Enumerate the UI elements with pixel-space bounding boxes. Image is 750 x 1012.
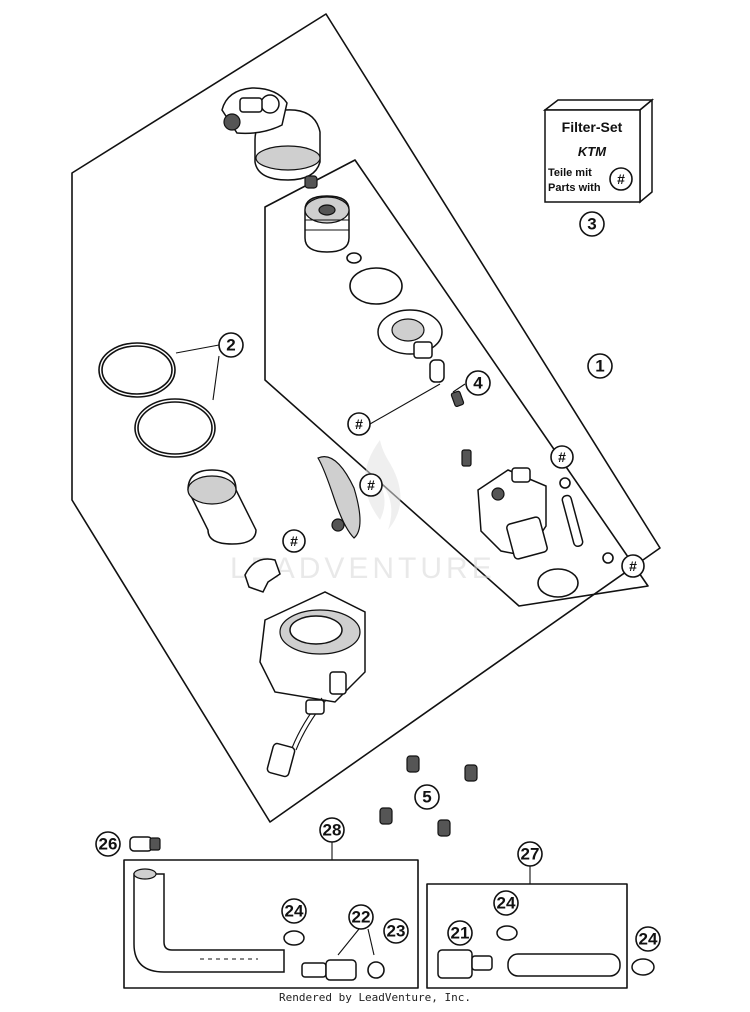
- svg-text:24: 24: [497, 894, 516, 913]
- hose-clamp-27: [496, 925, 518, 941]
- fitting-22: [301, 959, 357, 981]
- hash-callout-3: #: [282, 529, 306, 553]
- credit-text: Rendered by LeadVenture, Inc.: [279, 991, 471, 1004]
- filter-set-title: Filter-Set: [562, 119, 623, 135]
- svg-text:21: 21: [451, 924, 470, 943]
- pressure-regulator: [477, 467, 548, 560]
- svg-text:24: 24: [639, 930, 658, 949]
- callout-26: 26: [95, 831, 121, 857]
- svg-text:#: #: [355, 416, 363, 432]
- svg-text:24: 24: [285, 902, 304, 921]
- filter-sock: [187, 469, 257, 545]
- small-ring: [559, 477, 571, 489]
- svg-text:5: 5: [422, 788, 431, 807]
- big-o-ring-1: [98, 342, 176, 398]
- filter-set-line2: Parts with: [548, 182, 601, 194]
- callout-3: 3: [579, 211, 605, 237]
- fuel-filter: [304, 195, 350, 253]
- hose-kit-27-box: [426, 883, 628, 989]
- leader-lines: [175, 344, 612, 956]
- large-o-ring-filter: [349, 267, 403, 305]
- hash-callout-2: #: [359, 473, 383, 497]
- o-ring-regulator: [537, 568, 579, 598]
- svg-text:23: 23: [387, 922, 406, 941]
- clip: [331, 518, 345, 532]
- pump-flange: [259, 591, 366, 703]
- callout-24-c: 24: [635, 926, 661, 952]
- callout-23: 23: [383, 918, 409, 944]
- pump-subassembly-outline: [264, 159, 649, 607]
- svg-text:27: 27: [521, 845, 540, 864]
- big-o-ring-2: [134, 398, 216, 458]
- svg-text:26: 26: [99, 835, 118, 854]
- wire-connector: [266, 697, 327, 778]
- connecting-pipe: [561, 494, 584, 548]
- fuel-hose-27: [507, 953, 621, 977]
- small-o-ring: [346, 252, 362, 264]
- elbow-hose: [133, 868, 285, 973]
- hash-callout-5: #: [621, 554, 645, 578]
- small-ring-2: [602, 552, 614, 564]
- svg-text:3: 3: [587, 215, 596, 234]
- screw-4: [450, 390, 465, 407]
- big-o-ring-2-inner: [137, 401, 213, 455]
- hose-clamp-outside: [631, 958, 655, 976]
- ktm-logo: KTM: [578, 144, 607, 159]
- callout-28: 28: [319, 817, 345, 843]
- filter-housing: [377, 309, 443, 359]
- svg-text:#: #: [629, 558, 637, 574]
- callout-2: 2: [218, 332, 244, 358]
- hose-kit-28-box: [123, 859, 419, 989]
- o-ring-23: [367, 961, 385, 979]
- pump-top-cap: [221, 87, 321, 181]
- callout-22: 22: [348, 904, 374, 930]
- callout-4: 4: [465, 370, 491, 396]
- screws-5: [379, 755, 478, 837]
- svg-text:1: 1: [595, 357, 604, 376]
- svg-text:#: #: [290, 533, 298, 549]
- callout-21: 21: [447, 920, 473, 946]
- callout-5: 5: [414, 784, 440, 810]
- bracket: [244, 558, 281, 593]
- main-assembly-outline: [71, 13, 661, 823]
- small-screw: [304, 175, 318, 189]
- svg-text:2: 2: [226, 336, 235, 355]
- baffle-plate: [317, 456, 361, 539]
- filter-set-hash: #: [617, 171, 625, 187]
- sleeve: [429, 359, 445, 383]
- filter-set-box: Filter-Set KTM Teile mit Parts with #: [542, 98, 655, 204]
- hose-clamp-28: [283, 930, 305, 946]
- svg-text:#: #: [367, 477, 375, 493]
- svg-text:22: 22: [352, 908, 371, 927]
- svg-text:4: 4: [473, 374, 483, 393]
- callout-24-b: 24: [493, 890, 519, 916]
- hash-callout-1: #: [347, 412, 371, 436]
- callout-24-a: 24: [281, 898, 307, 924]
- clamp-26: [129, 836, 161, 852]
- svg-text:#: #: [558, 449, 566, 465]
- regulator-screw: [461, 449, 472, 467]
- filter-set-line1: Teile mit: [548, 167, 592, 179]
- callout-1: 1: [587, 353, 613, 379]
- callout-27: 27: [517, 841, 543, 867]
- big-o-ring-1-inner: [101, 345, 173, 395]
- svg-text:28: 28: [323, 821, 342, 840]
- hash-callout-4: #: [550, 445, 574, 469]
- quick-connector-21: [437, 949, 493, 979]
